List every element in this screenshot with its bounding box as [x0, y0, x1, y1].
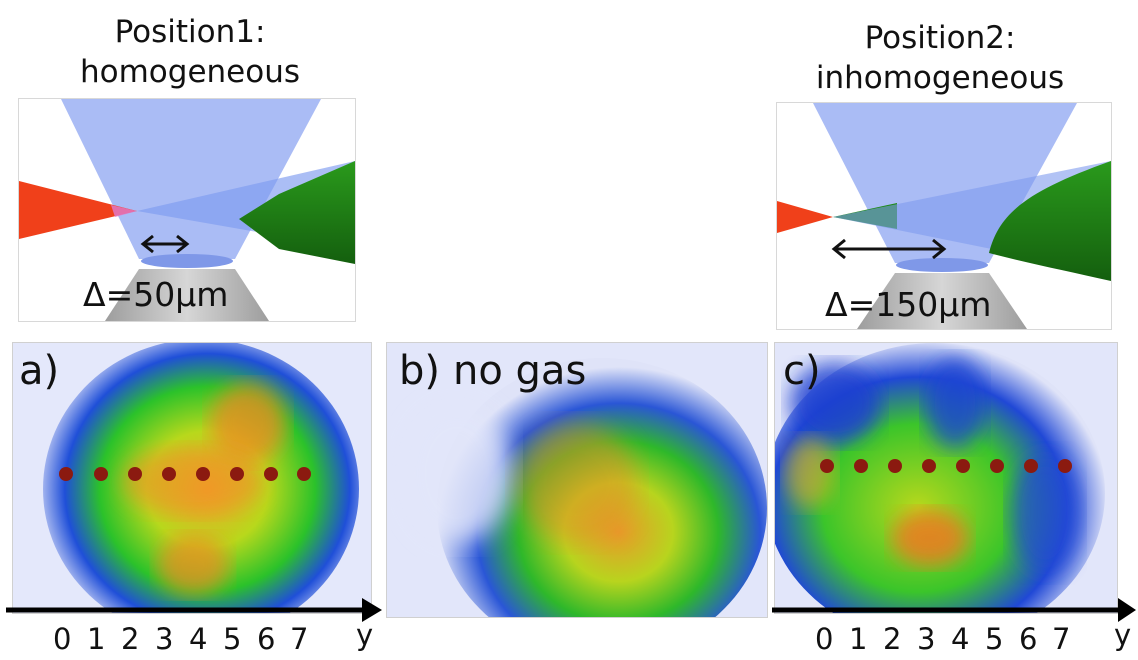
- position1-title: Position1: homogeneous: [80, 12, 300, 92]
- tick-label-c-0: 0: [815, 622, 834, 656]
- tick-label-c-6: 6: [1019, 622, 1038, 656]
- red-laser-beam: [19, 181, 137, 239]
- panel-b-label: b): [399, 348, 440, 394]
- axis-c-label: y: [1114, 618, 1132, 652]
- panel-c-image: [775, 343, 1117, 613]
- tick-label-c-1: 1: [849, 622, 868, 656]
- panel-a: a): [12, 342, 372, 614]
- position2-title-line1: Position2:: [864, 20, 1016, 56]
- panel-b-caption: no gas: [453, 348, 587, 394]
- panel-a-image: [13, 343, 371, 613]
- position1-title-line1: Position1:: [114, 14, 266, 50]
- tick-label-c-4: 4: [951, 622, 970, 656]
- panel-b-image: [387, 343, 767, 617]
- tick-label-a-2: 2: [121, 622, 140, 656]
- position2-title-line2: inhomogeneous: [815, 60, 1065, 96]
- green-laser-beam: [239, 161, 355, 264]
- tick-label-a-0: 0: [53, 622, 72, 656]
- tick-label-a-7: 7: [290, 622, 309, 656]
- panel-a-label: a): [19, 348, 60, 394]
- axis-a-label: y: [356, 618, 374, 652]
- position1-title-line2: homogeneous: [80, 54, 301, 90]
- distance-arrow: [831, 238, 947, 260]
- tick-label-c-5: 5: [985, 622, 1004, 656]
- position2-title: Position2: inhomogeneous: [790, 18, 1090, 98]
- beam-overlap: [111, 205, 137, 217]
- tick-label-a-4: 4: [189, 622, 208, 656]
- position1-delta-label: Δ=50μm: [83, 275, 229, 314]
- gas-nozzle: [105, 269, 269, 321]
- position2-scheme: Δ=150μm: [776, 102, 1112, 330]
- tick-label-a-6: 6: [257, 622, 276, 656]
- tick-label-a-5: 5: [223, 622, 242, 656]
- green-laser-beam-right: [989, 161, 1111, 281]
- nozzle-orifice: [896, 258, 988, 272]
- nozzle-orifice: [141, 254, 233, 268]
- position1-scheme-drawing: [19, 99, 355, 321]
- position2-scheme-drawing: [777, 103, 1111, 329]
- tick-label-c-3: 3: [917, 622, 936, 656]
- tick-label-a-3: 3: [155, 622, 174, 656]
- red-laser-beam: [777, 201, 833, 233]
- tick-label-c-7: 7: [1052, 622, 1071, 656]
- panel-c: c): [774, 342, 1118, 614]
- position2-delta-label: Δ=150μm: [825, 285, 992, 324]
- tick-label-a-1: 1: [87, 622, 106, 656]
- tick-label-c-2: 2: [883, 622, 902, 656]
- panel-b: b) no gas: [386, 342, 768, 618]
- gas-nozzle: [857, 273, 1027, 329]
- position1-scheme: Δ=50μm: [18, 98, 356, 322]
- distance-arrow: [140, 234, 190, 254]
- panel-c-label: c): [783, 348, 821, 394]
